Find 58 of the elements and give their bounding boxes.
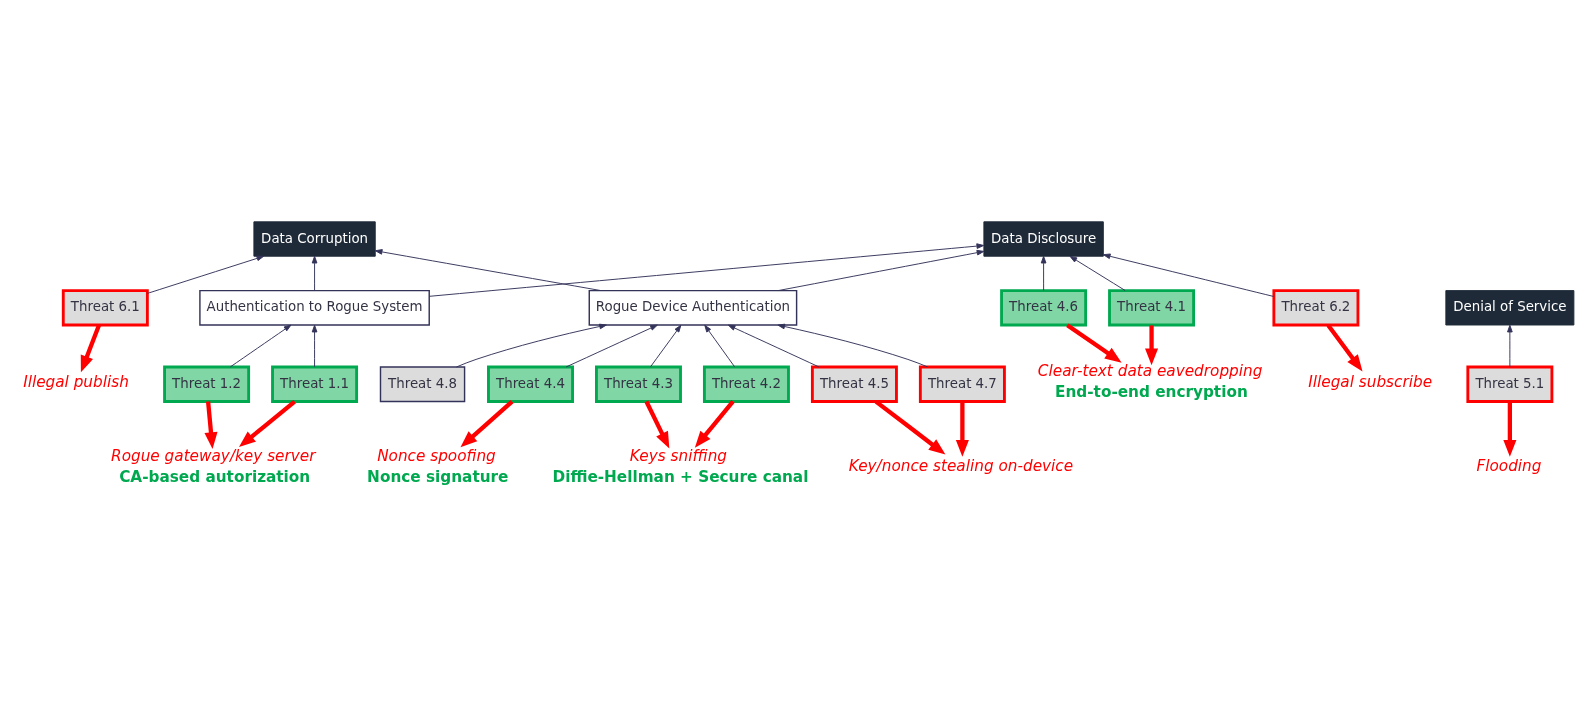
arrow	[1145, 325, 1159, 366]
node-text: Nonce spoofing	[377, 446, 496, 465]
node-box: Threat 4.8	[379, 366, 466, 403]
arrow	[374, 249, 602, 292]
node-text: Keys sniffing	[629, 446, 728, 465]
node-box: Threat 6.1	[61, 289, 149, 327]
arrow	[1507, 324, 1513, 368]
arrow	[455, 323, 607, 368]
node-text: Clear-text data eavedropping	[1037, 362, 1263, 381]
arrow	[1066, 323, 1122, 363]
node-text: Key/nonce stealing on-device	[848, 457, 1074, 476]
node-box: Threat 4.3	[595, 365, 682, 403]
arrow	[229, 324, 292, 368]
arrow	[239, 399, 296, 448]
node-box: Denial of Service	[1445, 290, 1575, 326]
arrow	[311, 255, 318, 291]
node-label: Nonce signature	[367, 467, 509, 486]
node-box: Threat 1.2	[163, 365, 251, 403]
node-text: Illegal publish	[23, 372, 129, 391]
node-label: CA-based autorization	[119, 467, 311, 486]
arrow	[1326, 324, 1363, 372]
arrow	[777, 249, 985, 292]
arrow	[1503, 401, 1517, 457]
arrow	[565, 324, 658, 368]
node-box: Authentication to Rogue System	[199, 289, 430, 326]
arrow	[1040, 255, 1047, 291]
arrow	[644, 400, 670, 449]
node-text: Rogue gateway/key server	[111, 446, 316, 465]
node-text: Flooding	[1476, 457, 1542, 476]
node-box: Threat 4.1	[1108, 289, 1196, 327]
node-box: Threat 4.6	[1000, 289, 1088, 327]
node-label: End-to-end encryption	[1055, 383, 1248, 402]
arrow	[428, 243, 985, 297]
node-box: Threat 6.2	[1272, 289, 1360, 327]
arrow	[204, 401, 218, 449]
node-box: Data Disclosure	[983, 221, 1104, 257]
arrow	[1069, 255, 1126, 291]
arrow	[1102, 253, 1275, 297]
node-box: Data Corruption	[253, 221, 376, 257]
node-label: Diffie-Hellman + Secure canal	[552, 467, 809, 486]
node-text: Illegal subscribe	[1308, 372, 1433, 391]
arrow	[146, 255, 265, 294]
arrow	[80, 324, 101, 373]
node-box: Threat 4.4	[487, 365, 574, 403]
node-box: Rogue Device Authentication	[588, 289, 798, 326]
arrow	[704, 324, 736, 368]
arrow	[727, 324, 820, 368]
arrow	[955, 401, 969, 457]
node-box: Threat 1.1	[271, 365, 359, 403]
arrow	[694, 400, 735, 448]
arrow	[650, 324, 682, 368]
arrow	[460, 399, 514, 448]
node-box: Threat 4.5	[810, 365, 898, 403]
arrow	[311, 324, 318, 368]
node-box: Threat 4.2	[702, 365, 790, 403]
arrow	[777, 323, 929, 368]
node-box: Threat 4.7	[918, 365, 1006, 403]
node-box: Threat 5.1	[1466, 365, 1554, 403]
